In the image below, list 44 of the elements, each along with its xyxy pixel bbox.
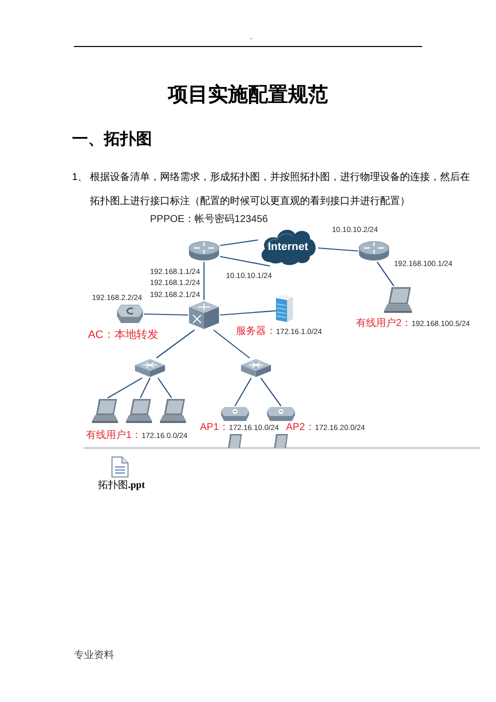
laptop-icon [384, 286, 412, 314]
connector-line [144, 313, 188, 316]
laptop-icon [126, 398, 152, 424]
user-group-label: 有线用户1： [86, 430, 142, 442]
connector-line [220, 256, 270, 267]
controller-icon [116, 304, 144, 324]
connector-line [234, 378, 252, 406]
connector-line [203, 262, 205, 300]
section-heading: 一、拓扑图 [72, 130, 152, 150]
laptop-icon [160, 398, 186, 424]
page-title: 项目实施配置规范 [168, 83, 328, 107]
footer-text: 专业资料 [74, 650, 114, 662]
core-switch-icon [188, 300, 220, 330]
device-role-label: AC：本地转发 [88, 328, 158, 342]
connector-line [213, 330, 250, 358]
laptop-screen-icon [272, 434, 288, 448]
device-type-label: 服务器： [236, 326, 276, 338]
cloud-label: Internet [268, 240, 308, 254]
connector-line [140, 378, 150, 398]
router-icon [358, 240, 390, 262]
connector-line [376, 262, 394, 286]
paragraph-text: 根据设备清单，网络需求，形成拓扑图，并按照拓扑图，进行物理设备的连接，然后在拓扑图上进行接口标注（配置的时候可以更直观的看到接口并进行配置） [90, 170, 471, 209]
server-icon [276, 294, 293, 322]
connector-line [220, 310, 276, 316]
account-label: PPPOE：帐号密码123456 [150, 214, 268, 226]
user-group-label: 有线用户2： [356, 318, 412, 330]
switch-icon [134, 358, 166, 378]
router-icon [188, 240, 220, 262]
header-dot: . [250, 32, 252, 42]
connector-line [156, 330, 195, 358]
connector-line [107, 378, 142, 398]
laptop-screen-icon [226, 434, 242, 448]
connector-line [158, 378, 172, 398]
access-point-icon [220, 406, 250, 422]
list-number: 1、 [72, 171, 88, 185]
connector-line [220, 239, 258, 246]
connector-line [318, 247, 358, 252]
laptop-icon [92, 398, 118, 424]
device-type-label: AP2： [286, 422, 315, 434]
connector-line [260, 378, 282, 406]
device-type-label: AP1： [200, 422, 229, 434]
switch-icon [240, 358, 272, 378]
access-point-icon [266, 406, 296, 422]
file-name-label: 拓扑图.ppt [98, 480, 145, 492]
